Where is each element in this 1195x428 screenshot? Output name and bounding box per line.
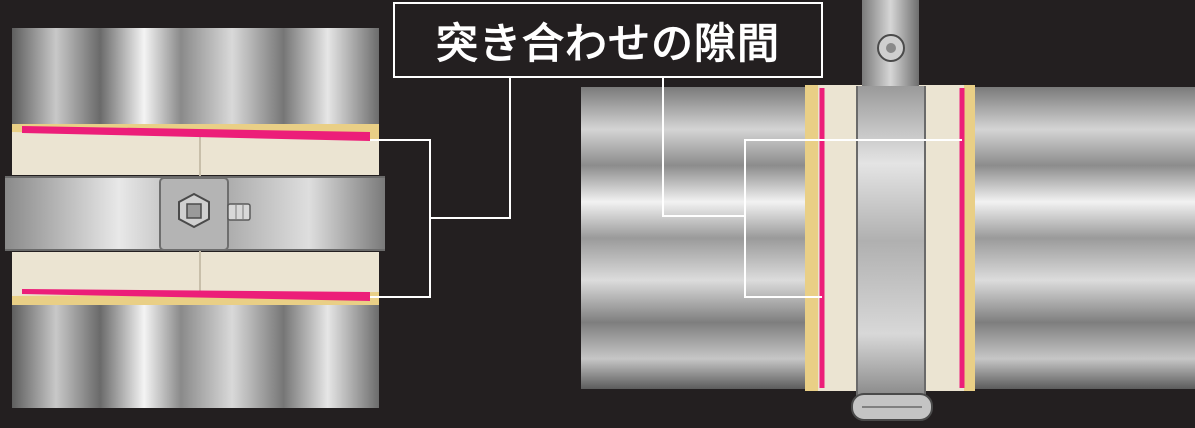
hanger-bolt-icon (877, 34, 905, 62)
left-gap-bottom (22, 289, 370, 301)
leader-line-right-connector (662, 78, 745, 217)
left-pipe-bottom (12, 305, 379, 408)
callout-label: 突き合わせの隙間 (435, 18, 780, 68)
left-pipe-top (12, 28, 379, 124)
right-band-clamp (856, 86, 926, 396)
leader-line-left-connector (430, 78, 511, 219)
right-section-view (581, 0, 1195, 421)
callout-leader-lines (370, 78, 962, 298)
left-section-view (5, 28, 385, 408)
callout-label-box: 突き合わせの隙間 (393, 2, 823, 78)
hex-nut-icon (178, 192, 210, 229)
bolt-icon (227, 203, 251, 221)
left-gap-top (22, 126, 370, 141)
